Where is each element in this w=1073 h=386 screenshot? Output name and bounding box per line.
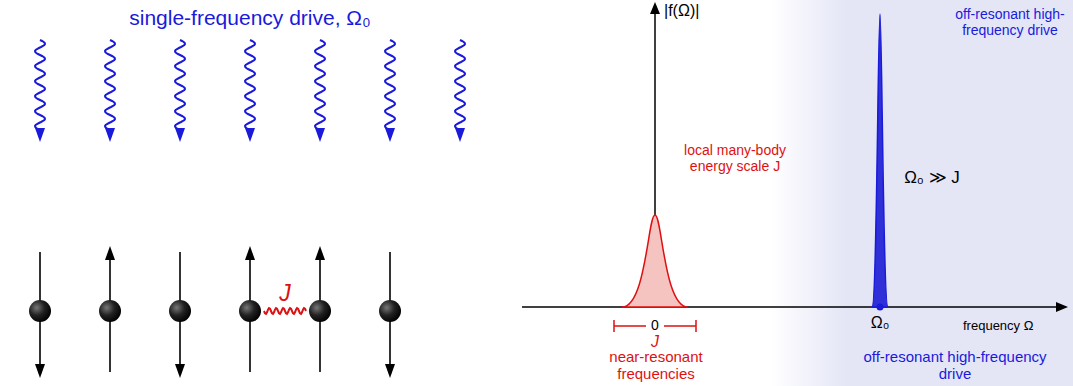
- wave-line: [385, 40, 395, 130]
- atom: [169, 300, 191, 322]
- wave-line: [315, 40, 325, 130]
- atom: [99, 300, 121, 322]
- atom: [309, 300, 331, 322]
- coupling-wave: [264, 308, 306, 314]
- atom: [29, 300, 51, 322]
- spin-chain: [29, 246, 401, 378]
- spin-arrowhead: [35, 364, 45, 378]
- wave-line: [105, 40, 115, 130]
- wave-arrowhead: [385, 128, 395, 142]
- drive-dot: [877, 304, 884, 311]
- axis-arrowhead: [1056, 302, 1068, 312]
- coupling-label: J: [279, 280, 291, 306]
- spin-arrowhead: [245, 246, 255, 260]
- wave-line: [455, 40, 465, 130]
- wave-arrowhead: [245, 128, 255, 142]
- condition-label: Ω₀ ≫ J: [904, 168, 960, 188]
- shaded-region: [770, 0, 1073, 386]
- wave-arrowhead: [35, 128, 45, 142]
- region-label: off-resonant high-frequency drive: [855, 348, 1055, 383]
- wave-arrowhead: [175, 128, 185, 142]
- wave-line: [175, 40, 185, 130]
- x-axis: [522, 306, 1058, 308]
- axis-arrowhead: [650, 2, 660, 14]
- wave-arrowhead: [315, 128, 325, 142]
- region-label: near-resonant frequencies: [591, 348, 721, 383]
- spin-arrowhead: [105, 246, 115, 260]
- wave-line: [35, 40, 45, 130]
- wave-line: [245, 40, 255, 130]
- wave-arrowhead: [455, 128, 465, 142]
- atom: [239, 300, 261, 322]
- atom: [379, 300, 401, 322]
- low-frequency-peak: [622, 215, 688, 307]
- axis-label: |f(Ω)|: [664, 2, 699, 20]
- drive-note: off-resonant high-frequency drive: [955, 6, 1065, 38]
- drive-peak: [872, 14, 888, 307]
- spin-arrowhead: [385, 364, 395, 378]
- spin-arrowhead: [175, 364, 185, 378]
- tick-label: 0: [651, 317, 659, 333]
- drive-title: single-frequency drive, Ω₀: [129, 6, 371, 30]
- wave-arrowhead: [105, 128, 115, 142]
- tick-label: Ω₀: [871, 314, 890, 332]
- drive-waves: [35, 40, 465, 142]
- scale-note: local many-body energy scale J: [675, 142, 795, 174]
- spin-arrowhead: [315, 246, 325, 260]
- axis-label: frequency Ω: [963, 319, 1033, 334]
